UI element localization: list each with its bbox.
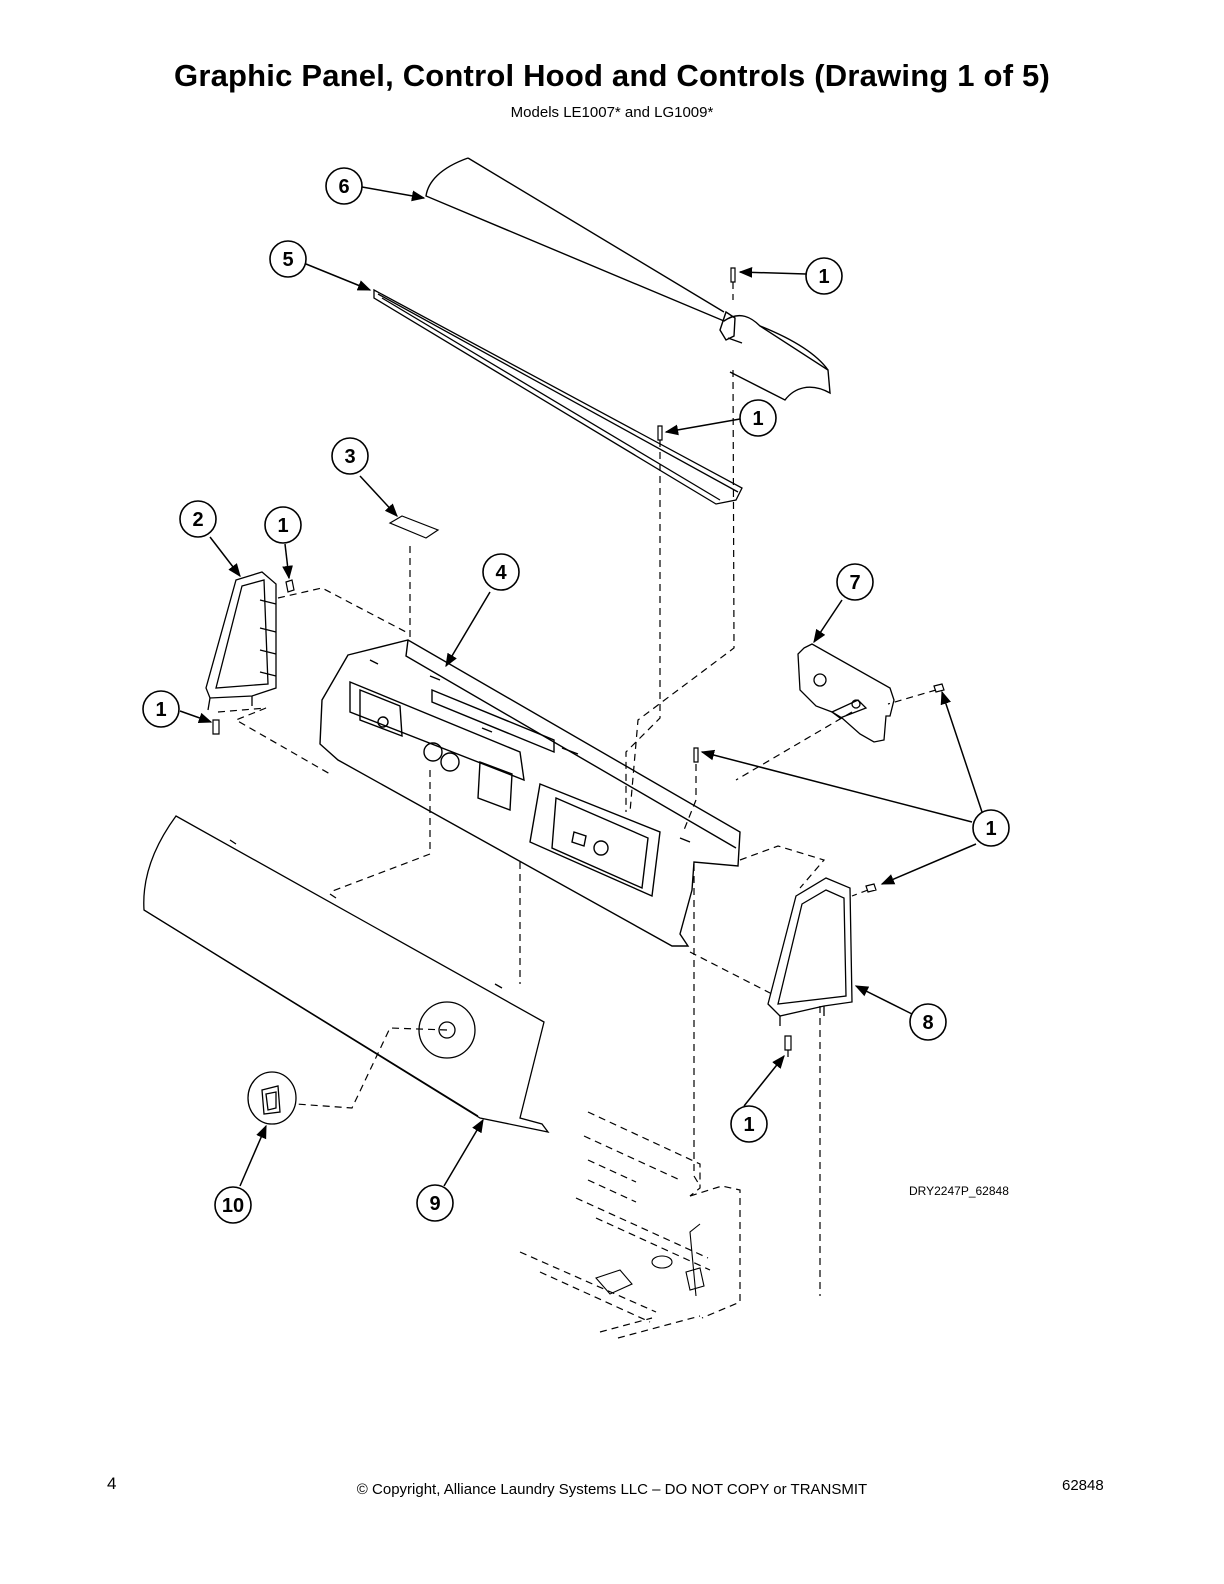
- svg-text:7: 7: [849, 572, 860, 594]
- svg-text:1: 1: [752, 408, 763, 430]
- callout-2: 2: [179, 500, 217, 538]
- document-number: 62848: [1062, 1477, 1104, 1494]
- assembly-lines: [217, 282, 937, 1339]
- main-control-panel: [319, 639, 741, 947]
- page-subtitle: Models LE1007* and LG1009*: [510, 104, 714, 121]
- control-knob: [247, 1071, 297, 1125]
- svg-text:1: 1: [818, 266, 829, 288]
- screws: [212, 267, 945, 1051]
- timer-control: [797, 643, 895, 743]
- page-number: 4: [107, 1474, 117, 1493]
- trim-strip: [373, 288, 743, 505]
- svg-text:1: 1: [985, 818, 996, 840]
- callout-1-right: 1: [972, 809, 1010, 847]
- callout-3: 3: [331, 437, 369, 475]
- base-fragments: [595, 1223, 705, 1297]
- svg-text:2: 2: [192, 509, 203, 531]
- callout-9: 9: [416, 1184, 454, 1222]
- svg-text:9: 9: [429, 1193, 440, 1215]
- svg-text:6: 6: [338, 176, 349, 198]
- svg-text:8: 8: [922, 1012, 933, 1034]
- right-end-cap: [767, 877, 853, 1026]
- drawing-id: DRY2247P_62848: [909, 1184, 1009, 1198]
- callout-1-left-cap-bottom: 1: [142, 690, 180, 728]
- leader-arrows: [179, 186, 983, 1187]
- callout-10: 10: [214, 1186, 252, 1224]
- callout-4: 4: [482, 553, 520, 591]
- callout-1-left-cap-top: 1: [264, 506, 302, 544]
- svg-text:5: 5: [282, 249, 293, 271]
- callout-7: 7: [836, 563, 874, 601]
- svg-text:1: 1: [277, 515, 288, 537]
- callout-6: 6: [325, 167, 363, 205]
- svg-text:4: 4: [495, 562, 507, 584]
- callout-1-hood-top: 1: [805, 257, 843, 295]
- callout-5: 5: [269, 240, 307, 278]
- callout-1-trim: 1: [739, 399, 777, 437]
- copyright-notice: © Copyright, Alliance Laundry Systems LL…: [356, 1481, 868, 1498]
- control-hood-top: [425, 157, 831, 401]
- svg-text:10: 10: [222, 1195, 244, 1217]
- svg-text:1: 1: [743, 1114, 754, 1136]
- svg-text:3: 3: [344, 446, 355, 468]
- callout-8: 8: [909, 1003, 947, 1041]
- left-end-cap: [205, 571, 277, 711]
- callout-1-right-cap-bottom: 1: [730, 1105, 768, 1143]
- page-title: Graphic Panel, Control Hood and Controls…: [174, 58, 1050, 93]
- graphic-panel: [143, 815, 550, 1133]
- label-decal: [388, 515, 440, 539]
- svg-text:1: 1: [155, 699, 166, 721]
